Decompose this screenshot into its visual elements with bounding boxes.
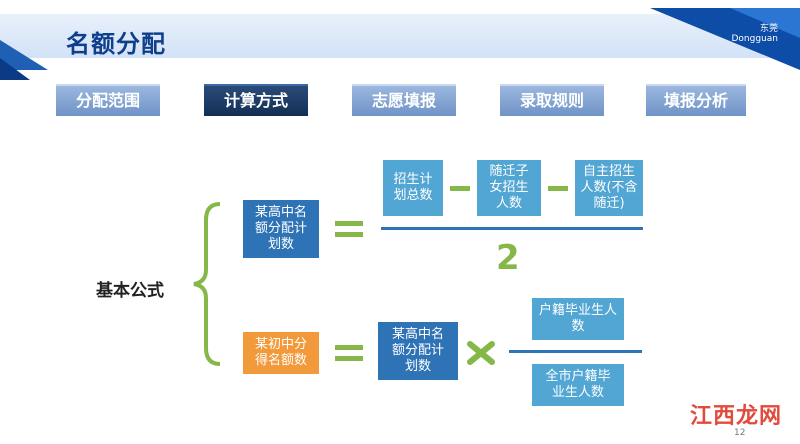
minus-sign-1 — [450, 186, 470, 191]
equals-sign-top — [335, 221, 363, 226]
upper-left-box-label: 某高中名额分配计划数 — [254, 205, 307, 252]
term-enrollment-plan-label: 招生计划总数 — [393, 172, 433, 203]
logo-text: 东莞 Dongguan — [731, 24, 779, 44]
equals-sign-lower-bottom — [335, 356, 363, 361]
tab-calculation-method[interactable]: 计算方式 — [204, 84, 308, 116]
curly-brace — [193, 202, 221, 366]
term-migrant-children: 随迁子女招生人数 — [477, 160, 541, 216]
curly-brace-path — [193, 202, 221, 366]
denominator-label: 全市户籍毕业生人数 — [545, 369, 611, 400]
upper-left-box: 某高中名额分配计划数 — [243, 200, 319, 258]
page-number: 12 — [734, 428, 746, 438]
logo-shape-light — [730, 8, 800, 38]
lower-left-box-label: 某初中分得名额数 — [254, 337, 307, 368]
tab-application-filling[interactable]: 志愿填报 — [352, 84, 456, 116]
term-independent-enrollment-label: 自主招生人数(不含随迁) — [580, 164, 638, 211]
tab-filling-analysis[interactable]: 填报分析 — [646, 84, 746, 116]
numerator-label: 户籍毕业生人数 — [538, 303, 617, 334]
denominator-box: 全市户籍毕业生人数 — [532, 364, 624, 406]
minus-sign-2 — [548, 186, 568, 191]
lower-left-box: 某初中分得名额数 — [243, 332, 319, 374]
fraction-line-upper — [381, 227, 643, 230]
tab-allocation-scope[interactable]: 分配范围 — [56, 84, 160, 116]
equals-sign-bottom — [335, 232, 363, 237]
divisor: 2 — [496, 238, 520, 278]
multiply-icon — [467, 341, 495, 365]
lower-middle-box-label: 某高中名额分配计划数 — [391, 327, 444, 374]
dongguan-logo: 东莞 Dongguan — [650, 0, 800, 100]
term-enrollment-plan: 招生计划总数 — [383, 160, 443, 216]
formula-label: 基本公式 — [96, 281, 164, 301]
term-independent-enrollment: 自主招生人数(不含随迁) — [575, 160, 643, 216]
fraction-line-lower — [509, 350, 642, 353]
tab-bar: 分配范围 计算方式 志愿填报 录取规则 填报分析 — [56, 84, 746, 116]
lower-middle-box: 某高中名额分配计划数 — [378, 322, 458, 380]
multiply-icon-path — [467, 341, 495, 365]
equals-sign-lower-top — [335, 345, 363, 350]
header-accent-dark — [0, 58, 30, 80]
tab-admission-rules[interactable]: 录取规则 — [500, 84, 604, 116]
numerator-box: 户籍毕业生人数 — [532, 298, 624, 340]
page-title: 名额分配 — [66, 30, 166, 58]
term-migrant-children-label: 随迁子女招生人数 — [489, 164, 529, 211]
watermark: 江西龙网 — [689, 404, 782, 429]
